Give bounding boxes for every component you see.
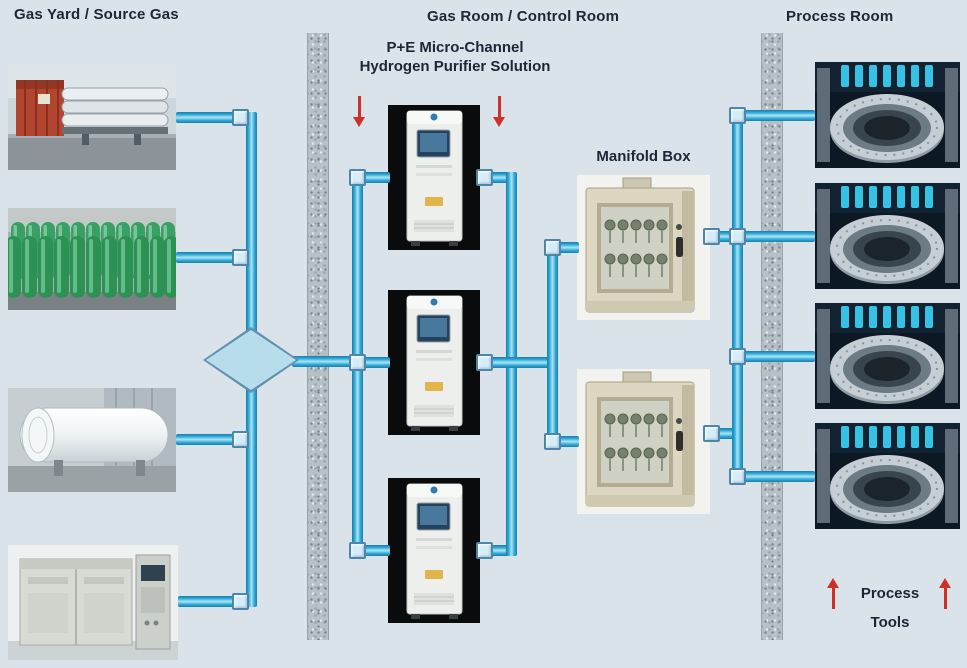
connector-manifold-1-inlet [544, 239, 561, 256]
zone-title-process-room: Process Room [786, 8, 894, 25]
connector-manifold-2-outlet [703, 425, 720, 442]
pipe-source-branch-4 [178, 596, 254, 607]
connector-process-2 [729, 228, 746, 245]
pipe-manifold-1-outlet [706, 231, 736, 242]
connector-source-1 [232, 109, 249, 126]
purifier-solution-line2: Hydrogen Purifier Solution [359, 58, 551, 75]
hydrogen-purifier-1-photo [388, 105, 480, 250]
zone-title-gas-yard: Gas Yard / Source Gas [14, 6, 179, 23]
manifold-box-2-photo [577, 369, 710, 514]
arrow-up-process-tools-left-icon [826, 578, 840, 609]
arrow-down-purifier-left-icon [352, 96, 366, 127]
process-tool-2-photo [815, 183, 960, 289]
connector-manifold-1-outlet [703, 228, 720, 245]
connector-process-4 [729, 468, 746, 485]
wall-process-room [761, 33, 783, 640]
pipe-purifier-2-inlet [357, 357, 390, 368]
arrow-down-purifier-right-icon [492, 96, 506, 127]
connector-process-1 [729, 107, 746, 124]
pipe-to-gas-room [292, 356, 360, 367]
purifier-solution-label: P+E Micro-Channel Hydrogen Purifier Solu… [340, 38, 570, 76]
pipe-purifier-3-outlet [478, 545, 510, 556]
process-tool-3-photo [815, 303, 960, 409]
process-tools-line2: Tools [870, 614, 910, 631]
wall-gas-room [307, 33, 329, 640]
connector-purifier-3-inlet [349, 542, 366, 559]
purifier-solution-line1: P+E Micro-Channel [386, 39, 524, 56]
pipe-manifold-1-inlet [552, 242, 579, 253]
hydrogen-purifier-2-photo [388, 290, 480, 435]
pipe-purifier-3-inlet [357, 545, 390, 556]
connector-purifier-1-outlet [476, 169, 493, 186]
pipe-process-bus [732, 110, 743, 482]
arrow-up-process-tools-right-icon [938, 578, 952, 609]
connector-source-4 [232, 593, 249, 610]
gas-cylinder-bundle-photo [8, 208, 176, 310]
pipe-source-branch-1 [176, 112, 254, 123]
cryogenic-tank-photo [8, 388, 176, 492]
pipe-process-branch-3 [738, 351, 815, 362]
connector-source-2 [232, 249, 249, 266]
manifold-box-1-photo [577, 175, 710, 320]
process-tools-label: Process Tools [848, 579, 932, 637]
pipe-source-branch-2 [176, 252, 254, 263]
pipe-process-branch-2 [738, 231, 815, 242]
pipe-manifold-bus [547, 242, 558, 447]
tube-trailer-photo [8, 64, 176, 170]
pipe-purifier-2-outlet [478, 357, 510, 368]
hydrogen-purifier-3-photo [388, 478, 480, 623]
gas-generator-cabinet-photo [8, 545, 178, 660]
pipe-process-branch-1 [738, 110, 815, 121]
connector-purifier-1-inlet [349, 169, 366, 186]
connector-process-3 [729, 348, 746, 365]
pipe-process-branch-4 [738, 471, 815, 482]
pipe-manifold-2-outlet [706, 428, 736, 439]
connector-source-3 [232, 431, 249, 448]
pipe-purifier-1-outlet [478, 172, 510, 183]
connector-purifier-3-outlet [476, 542, 493, 559]
connector-manifold-2-inlet [544, 433, 561, 450]
pipe-to-manifold-bus [506, 357, 558, 368]
pipe-manifold-2-inlet [552, 436, 579, 447]
process-tools-line1: Process [860, 585, 920, 602]
manifold-box-label: Manifold Box [596, 148, 691, 165]
pipe-purifier-1-inlet [357, 172, 390, 183]
zone-title-gas-room: Gas Room / Control Room [427, 8, 620, 25]
pipe-source-branch-3 [176, 434, 254, 445]
connector-purifier-2-inlet [349, 354, 366, 371]
process-tool-4-photo [815, 423, 960, 529]
process-tool-1-photo [815, 62, 960, 168]
source-junction-diamond [203, 327, 299, 393]
connector-purifier-2-outlet [476, 354, 493, 371]
